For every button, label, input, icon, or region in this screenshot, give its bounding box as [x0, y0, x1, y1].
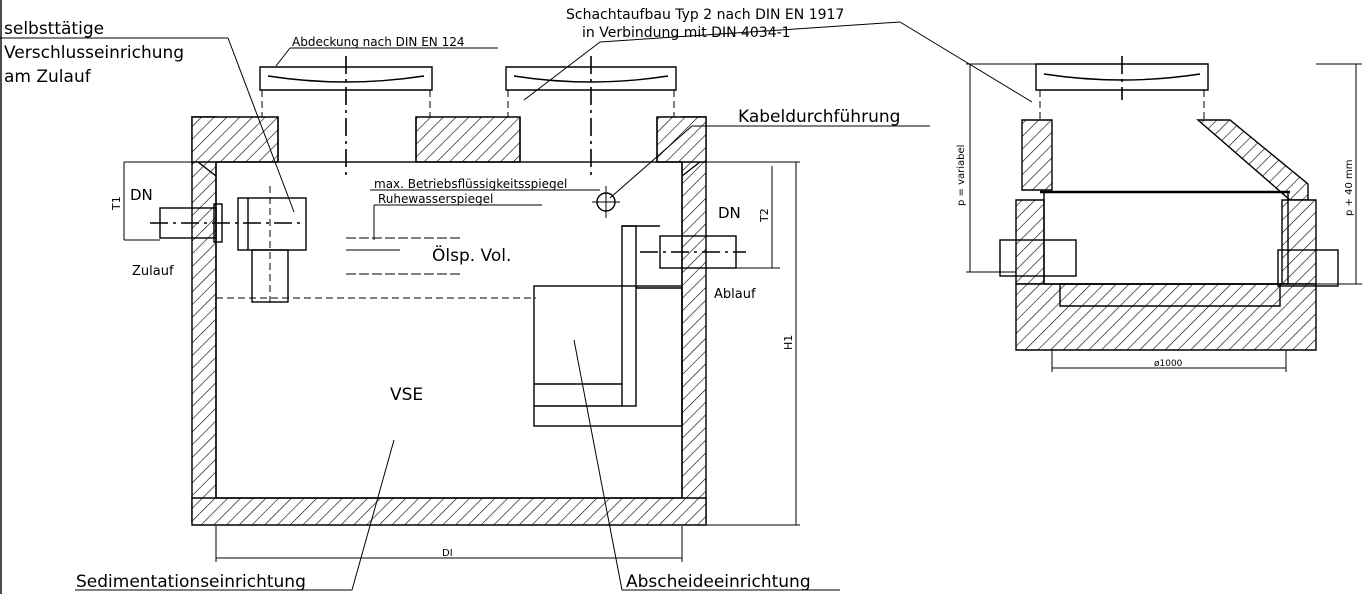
label-abscheide: Abscheideeinrichtung — [626, 572, 811, 592]
label-zulauf: Zulauf — [132, 264, 174, 279]
label-oelsp-vol: Ölsp. Vol. — [432, 244, 511, 266]
label-d1000: ø1000 — [1154, 359, 1183, 369]
label-dn-inlet: DN — [130, 186, 153, 204]
main-section-view — [0, 21, 1033, 591]
outlet-pipe — [640, 235, 746, 269]
label-h1: H1 — [782, 335, 795, 350]
top-slab-middle — [415, 116, 521, 163]
label-t1: T1 — [110, 196, 123, 211]
label-selbsttaetige: selbsttätige — [4, 19, 104, 39]
left-wall — [191, 116, 217, 523]
label-t2: T2 — [758, 208, 771, 223]
inlet-pipe — [150, 186, 307, 304]
separator-unit — [533, 225, 683, 427]
label-ruhewasser: Ruhewasserspiegel — [378, 192, 493, 206]
side-section-view — [966, 56, 1362, 372]
bottom-slab — [191, 497, 707, 526]
label-schachtaufbau-1: Schachtaufbau Typ 2 nach DIN EN 1917 — [566, 7, 844, 23]
label-am-zulauf: am Zulauf — [4, 67, 92, 87]
right-wall — [681, 116, 707, 523]
label-dn-outlet: DN — [718, 204, 741, 222]
label-verschlusseinrichtung: Verschlusseinrichung — [4, 43, 184, 63]
label-p-variabel: p = variabel — [956, 145, 967, 206]
label-vse: VSE — [390, 385, 423, 405]
label-sedimentation: Sedimentationseinrichtung — [76, 572, 306, 592]
label-max-spiegel: max. Betriebsflüssigkeitsspiegel — [374, 177, 567, 191]
label-schachtaufbau-2: in Verbindung mit DIN 4034-1 — [582, 25, 791, 41]
label-ablauf: Ablauf — [714, 287, 756, 302]
label-di: DI — [442, 548, 453, 559]
label-p-plus-40: p + 40 mm — [1344, 160, 1355, 216]
cable-gland — [592, 186, 620, 218]
top-slab-right — [656, 116, 707, 163]
top-slab-left — [191, 116, 279, 163]
label-abdeckung: Abdeckung nach DIN EN 124 — [292, 35, 464, 49]
label-kabeldurchfuehrung: Kabeldurchführung — [738, 107, 900, 127]
